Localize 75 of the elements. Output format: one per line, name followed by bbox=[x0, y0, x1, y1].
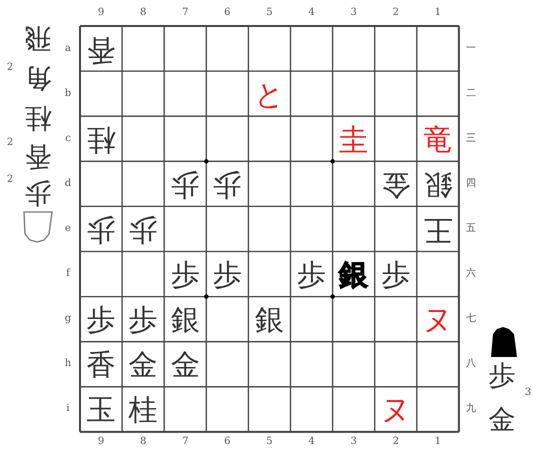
file-number: 6 bbox=[224, 8, 231, 18]
piece-in-hand: 桂 bbox=[24, 104, 52, 132]
rank-label: 四 bbox=[466, 178, 476, 189]
file-number: 3 bbox=[350, 8, 357, 18]
rank-label: i bbox=[66, 404, 70, 414]
shogi-piece: ヌ bbox=[380, 396, 411, 425]
rank-label: c bbox=[65, 134, 71, 144]
shogi-piece: 香 bbox=[86, 35, 116, 64]
shogi-piece: 竜 bbox=[423, 125, 452, 154]
shogi-piece: と bbox=[254, 80, 284, 110]
piece-in-hand: 歩 bbox=[24, 180, 52, 206]
file-number: 1 bbox=[434, 437, 442, 447]
rank-label: 八 bbox=[466, 359, 476, 370]
piece-in-hand: 金 bbox=[488, 406, 516, 434]
file-number: 2 bbox=[392, 437, 399, 447]
shogi-piece: 歩 bbox=[128, 215, 158, 244]
shogi-piece: 圭 bbox=[339, 125, 368, 154]
shogi-piece: 銀 bbox=[254, 306, 284, 335]
shogi-piece: 金 bbox=[170, 350, 200, 380]
piece-in-hand: 歩 bbox=[488, 362, 516, 390]
rank-label: h bbox=[64, 359, 72, 370]
shogi-piece: 歩 bbox=[170, 170, 200, 200]
rank-label: 五 bbox=[466, 224, 476, 234]
file-number: 7 bbox=[182, 8, 188, 18]
rank-label: e bbox=[65, 224, 71, 234]
rank-label: 二 bbox=[466, 88, 476, 99]
piece-count: 2 bbox=[6, 63, 14, 73]
shogi-piece: 歩 bbox=[86, 215, 116, 244]
shogi-piece: 香 bbox=[86, 350, 116, 380]
file-number: 8 bbox=[140, 8, 146, 18]
shogi-piece: ヌ bbox=[422, 306, 453, 335]
shogi-piece: 桂 bbox=[128, 396, 158, 425]
rank-label: b bbox=[64, 88, 72, 99]
piece-in-hand: 飛 bbox=[24, 24, 52, 52]
piece-count: 3 bbox=[524, 388, 532, 398]
rank-label: 九 bbox=[466, 404, 476, 414]
file-number: 2 bbox=[392, 8, 399, 18]
rank-label: d bbox=[64, 178, 72, 189]
shogi-piece: 銀 bbox=[170, 306, 200, 335]
piece-count: 2 bbox=[6, 138, 14, 148]
file-number: 4 bbox=[308, 437, 315, 447]
file-number: 9 bbox=[98, 437, 104, 447]
shogi-piece: 桂 bbox=[86, 125, 116, 154]
file-number: 4 bbox=[308, 8, 315, 18]
rank-label: f bbox=[66, 269, 70, 280]
file-number: 3 bbox=[350, 437, 357, 447]
shogi-piece: 王 bbox=[423, 215, 452, 244]
rank-label: 三 bbox=[466, 134, 476, 144]
piece-in-hand: 角 bbox=[24, 64, 52, 92]
file-number: 1 bbox=[434, 8, 442, 18]
shogi-piece: 歩 bbox=[212, 170, 242, 200]
shogi-piece: 金 bbox=[128, 350, 158, 380]
shogi-piece: 歩 bbox=[212, 260, 242, 290]
rank-label: g bbox=[64, 314, 72, 324]
rank-label: 一 bbox=[466, 44, 476, 54]
shogi-piece: 歩 bbox=[86, 306, 116, 335]
file-number: 5 bbox=[266, 8, 273, 18]
piece-in-hand: 香 bbox=[24, 142, 52, 170]
shogi-piece: 歩 bbox=[170, 260, 200, 290]
shogi-piece: 歩 bbox=[128, 306, 158, 335]
shogi-piece: 金 bbox=[381, 170, 410, 200]
file-number: 5 bbox=[266, 437, 273, 447]
shogi-piece: 玉 bbox=[86, 396, 116, 425]
file-number: 8 bbox=[140, 437, 146, 447]
file-number: 9 bbox=[98, 8, 104, 18]
shogi-piece: 銀 bbox=[423, 170, 452, 200]
shogi-piece: 歩 bbox=[381, 260, 410, 290]
piece-count: 2 bbox=[6, 175, 14, 185]
shogi-piece: 銀 bbox=[339, 260, 368, 290]
rank-label: a bbox=[65, 44, 71, 54]
rank-label: 七 bbox=[466, 314, 476, 324]
rank-label: 六 bbox=[466, 269, 476, 280]
file-number: 7 bbox=[182, 437, 188, 447]
shogi-piece: 歩 bbox=[297, 260, 326, 290]
file-number: 6 bbox=[224, 437, 231, 447]
